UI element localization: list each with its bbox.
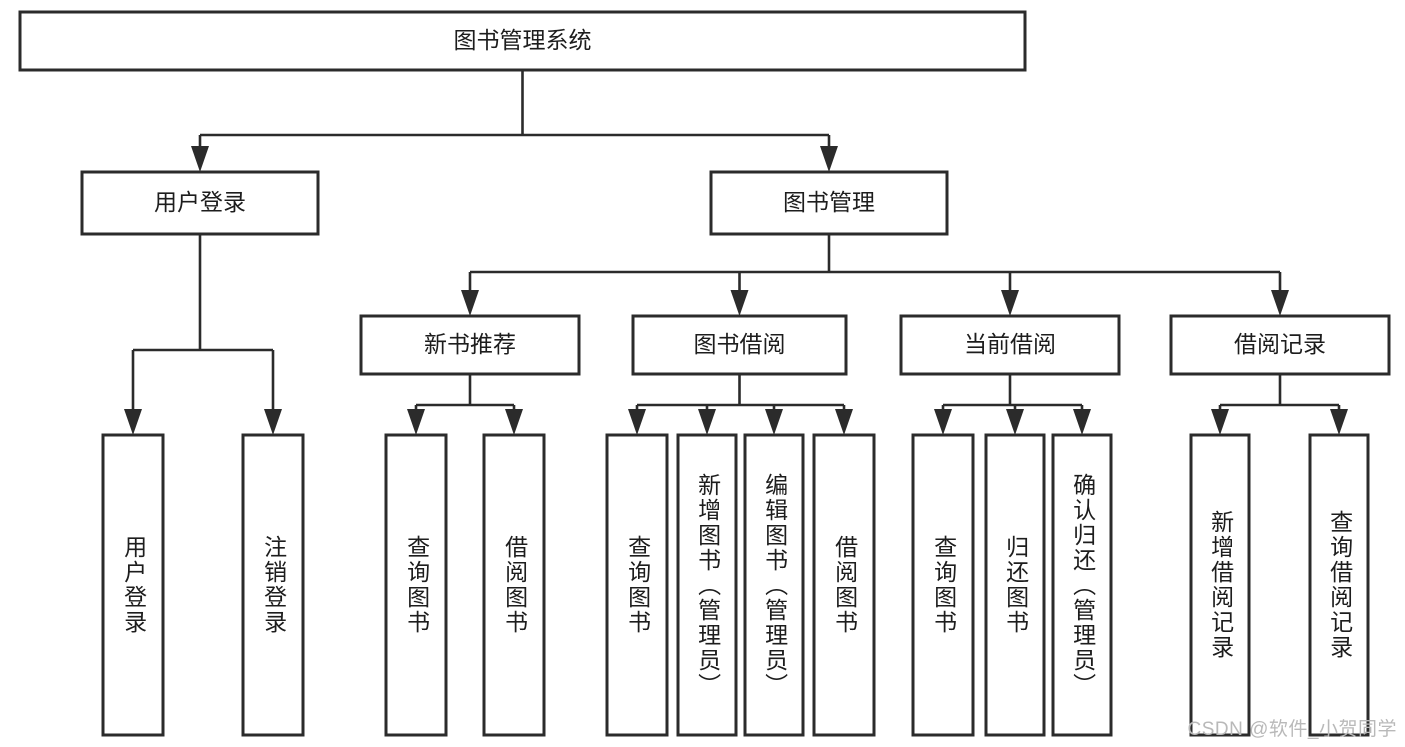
node-box-leaf-query-book-rec[interactable] [384,433,448,737]
node-box-leaf-query-book-borrow[interactable] [605,433,669,737]
boxes-layer [18,10,1391,737]
arrow-head-icon-leaf-edit-book-admin [765,409,783,435]
node-box-book-borrow[interactable] [631,314,848,376]
connectors-layer [124,70,1348,435]
arrow-head-icon-leaf-add-borrow-record [1211,409,1229,435]
arrow-head-icon-new-book-recommend [461,290,479,316]
arrow-head-icon-book-borrow [730,290,749,316]
node-label-root: 图书管理系统 [454,27,592,53]
node-box-leaf-query-borrow-record[interactable] [1308,433,1370,737]
node-box-root[interactable] [18,10,1027,72]
arrow-head-icon-leaf-return-book [1006,409,1024,435]
arrow-head-icon-borrow-record [1271,290,1289,316]
arrow-head-icon-book-management [820,146,838,172]
node-label-new-book-recommend: 新书推荐 [424,331,516,357]
arrow-head-icon-current-borrow [1001,290,1019,316]
node-box-leaf-confirm-return-admin[interactable] [1051,433,1113,737]
node-label-book-management: 图书管理 [783,189,875,215]
node-label-book-borrow: 图书借阅 [694,331,786,357]
node-box-leaf-add-borrow-record[interactable] [1189,433,1251,737]
node-box-new-book-recommend[interactable] [359,314,581,376]
node-box-leaf-borrow-book-rec[interactable] [482,433,546,737]
node-box-user-login[interactable] [80,170,320,236]
arrow-head-icon-leaf-query-book-borrow [628,409,646,435]
node-box-leaf-borrow-book[interactable] [812,433,876,737]
node-box-leaf-user-logout[interactable] [241,433,305,737]
arrow-head-icon-leaf-query-borrow-record [1330,409,1348,435]
node-box-leaf-user-login[interactable] [101,433,165,737]
node-box-borrow-record[interactable] [1169,314,1391,376]
node-box-leaf-edit-book-admin[interactable] [743,433,805,737]
node-label-borrow-record: 借阅记录 [1234,331,1326,357]
arrow-head-icon-user-login [191,146,209,172]
node-box-current-borrow[interactable] [899,314,1121,376]
node-label-user-login: 用户登录 [154,189,246,215]
csdn-watermark: CSDN @软件_小贺同学 [1187,719,1397,740]
arrow-head-icon-leaf-query-book-rec [407,409,425,435]
arrow-head-icon-leaf-confirm-return-admin [1073,409,1091,435]
arrow-head-icon-leaf-query-book-current [934,409,952,435]
arrow-head-icon-leaf-add-book-admin [698,409,716,435]
node-box-book-management[interactable] [709,170,949,236]
node-box-leaf-return-book[interactable] [984,433,1046,737]
arrow-head-icon-leaf-user-login [124,409,142,435]
node-box-leaf-add-book-admin[interactable] [676,433,738,737]
node-label-current-borrow: 当前借阅 [964,331,1056,357]
arrow-head-icon-leaf-user-logout [264,409,282,435]
arrow-head-icon-leaf-borrow-book [835,409,853,435]
node-box-leaf-query-book-current[interactable] [911,433,975,737]
arrow-head-icon-leaf-borrow-book-rec [505,409,523,435]
